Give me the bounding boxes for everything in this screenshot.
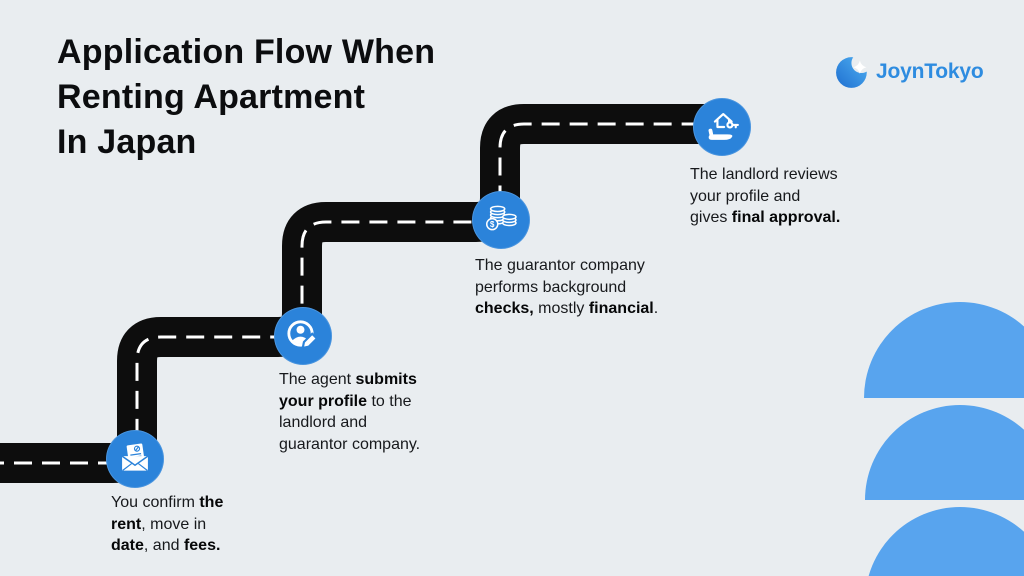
mail-confirm-icon [121, 443, 149, 471]
coins-icon: $ [486, 205, 517, 231]
step-3-marker: $ [472, 191, 530, 249]
dollar-symbol: $ [490, 220, 495, 229]
page-title-line-3: In Japan [57, 123, 197, 161]
crescent-moon-star-icon [836, 54, 871, 88]
house-key-hand-icon [708, 113, 739, 140]
page-title-line-2: Renting Apartment [57, 78, 366, 116]
brand-logo: JoynTokyo [835, 54, 984, 90]
brand-name: JoynTokyo [876, 60, 984, 83]
step-4-marker [693, 98, 751, 156]
page-title-line-1: Application Flow When [57, 33, 436, 71]
step-2-marker [274, 307, 332, 365]
page-title: Application Flow When Renting Apartment … [57, 30, 527, 165]
profile-edit-icon [287, 320, 319, 350]
road-centerline [0, 122, 712, 465]
step-1-marker [106, 430, 164, 488]
